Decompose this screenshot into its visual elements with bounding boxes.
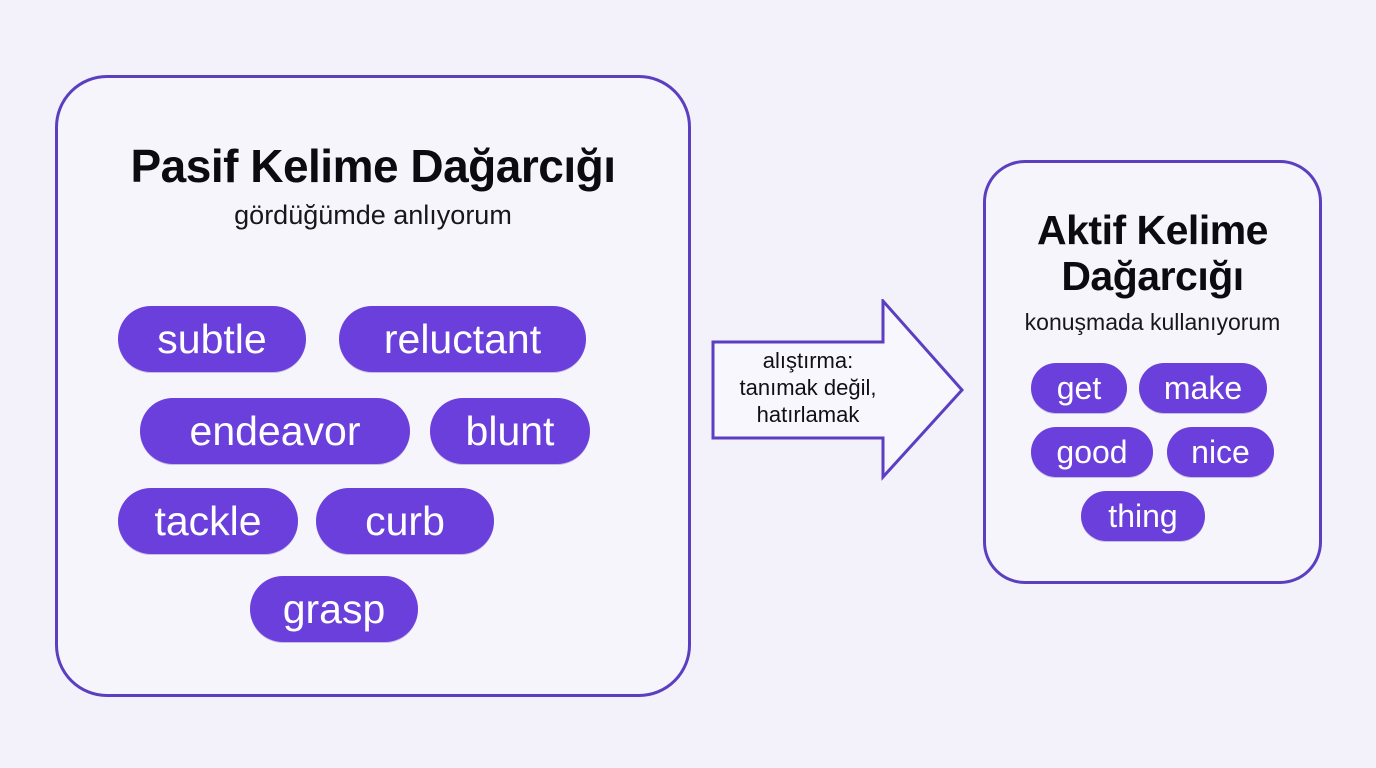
active-title-line-2: Dağarcığı — [1061, 253, 1244, 299]
practice-arrow: alıştırma: tanımak değil, hatırlamak — [711, 299, 965, 481]
arrow-label-line-2: tanımak değil, — [739, 375, 877, 400]
passive-title: Pasif Kelime Dağarcığı — [130, 140, 616, 192]
passive-subtitle: gördüğümde anlıyorum — [234, 200, 512, 230]
word-chip-curb: curb — [316, 488, 494, 554]
active-title: Aktif Kelime Dağarcığı — [986, 207, 1319, 299]
word-chip-blunt: blunt — [430, 398, 590, 464]
arrow-label-line-1: alıştırma: — [762, 348, 854, 373]
word-chip-get: get — [1031, 363, 1127, 413]
active-subtitle: konuşmada kullanıyorum — [1024, 309, 1281, 335]
word-chip-endeavor: endeavor — [140, 398, 410, 464]
word-chip-good: good — [1031, 427, 1153, 477]
word-chip-reluctant: reluctant — [339, 306, 586, 372]
word-chip-tackle: tackle — [118, 488, 298, 554]
word-chip-make: make — [1139, 363, 1267, 413]
arrow-label: alıştırma: tanımak değil, hatırlamak — [717, 347, 899, 428]
active-title-line-1: Aktif Kelime — [1037, 207, 1268, 253]
word-chip-nice: nice — [1167, 427, 1274, 477]
word-chip-thing: thing — [1081, 491, 1205, 541]
arrow-label-line-3: hatırlamak — [756, 402, 860, 427]
word-chip-grasp: grasp — [250, 576, 418, 642]
right-arrow-icon — [711, 299, 965, 481]
word-chip-subtle: subtle — [118, 306, 306, 372]
